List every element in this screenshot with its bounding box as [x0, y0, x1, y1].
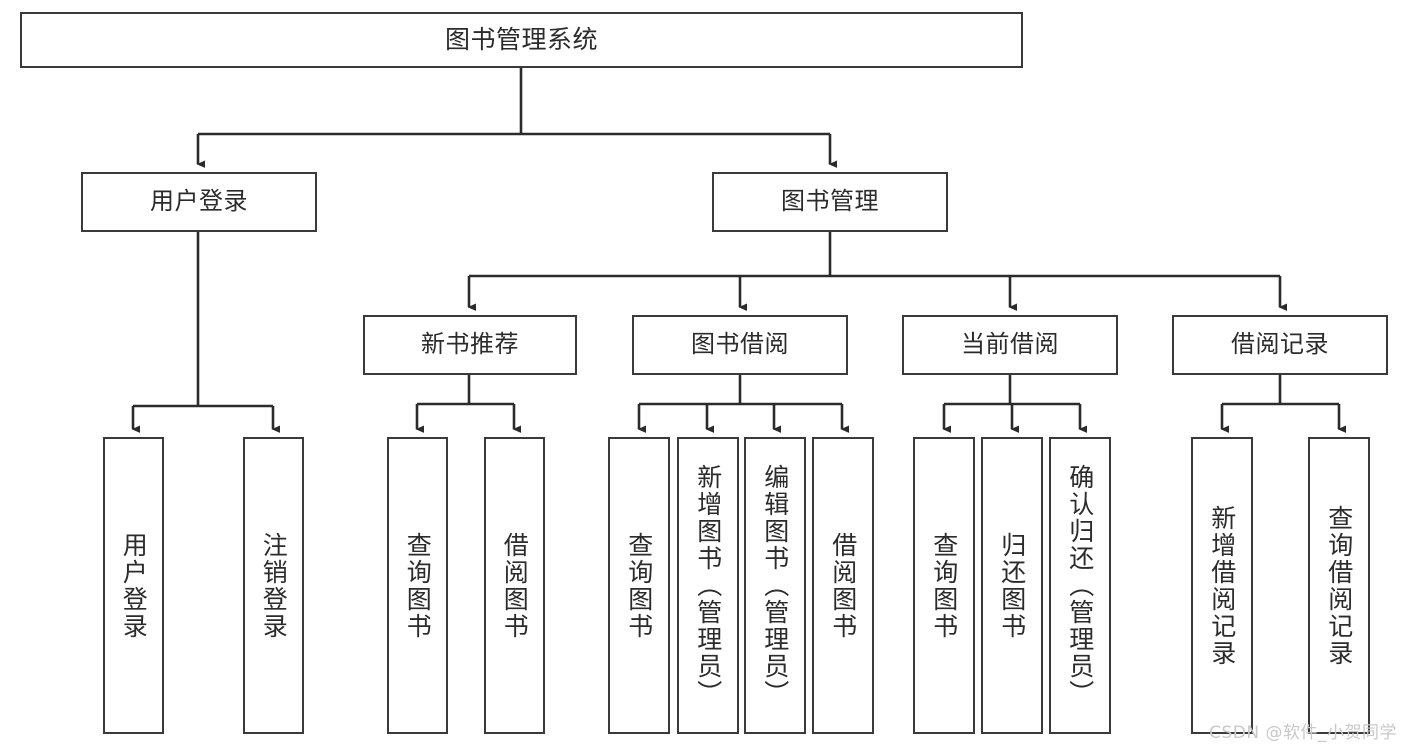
leaf-user-login[interactable]: 用户登录: [103, 437, 164, 734]
node-label: 查询图书: [929, 531, 959, 640]
node-label: 查询图书: [624, 531, 654, 640]
node-label: 用户登录: [119, 531, 149, 640]
node-label: 图书管理: [781, 187, 879, 216]
node-borrow-record[interactable]: 借阅记录: [1172, 315, 1388, 375]
node-root-system[interactable]: 图书管理系统: [20, 12, 1023, 68]
node-label: 确认归还（管理员）: [1065, 464, 1095, 707]
csdn-watermark: CSDN @软件_小贺同学: [1209, 723, 1397, 743]
leaf-confirm-return[interactable]: 确认归还（管理员）: [1049, 437, 1111, 734]
node-label: 借阅图书: [500, 531, 530, 640]
leaf-query-book-2[interactable]: 查询图书: [608, 437, 670, 734]
node-label: 新书推荐: [421, 330, 519, 359]
leaf-query-book-1[interactable]: 查询图书: [387, 437, 448, 734]
node-label: 编辑图书（管理员）: [760, 464, 790, 707]
node-label: 新增借阅记录: [1207, 504, 1237, 667]
leaf-borrow-book-1[interactable]: 借阅图书: [484, 437, 545, 734]
node-user-login[interactable]: 用户登录: [81, 172, 317, 232]
leaf-edit-book[interactable]: 编辑图书（管理员）: [744, 437, 806, 734]
leaf-add-borrow-record[interactable]: 新增借阅记录: [1191, 437, 1253, 734]
node-label: 查询图书: [403, 531, 433, 640]
node-label: 归还图书: [997, 531, 1027, 640]
node-label: 新增图书（管理员）: [693, 464, 723, 707]
node-current-borrow[interactable]: 当前借阅: [902, 315, 1118, 375]
leaf-add-book[interactable]: 新增图书（管理员）: [677, 437, 739, 734]
node-label: 注销登录: [259, 531, 289, 640]
node-new-book-recommend[interactable]: 新书推荐: [363, 315, 577, 375]
node-label: 借阅图书: [828, 531, 858, 640]
node-label: 查询借阅记录: [1324, 504, 1354, 667]
node-label: 借阅记录: [1231, 330, 1329, 359]
leaf-borrow-book-2[interactable]: 借阅图书: [812, 437, 874, 734]
leaf-query-book-3[interactable]: 查询图书: [913, 437, 975, 734]
node-label: 图书借阅: [691, 330, 789, 359]
node-label: 用户登录: [150, 187, 248, 216]
node-label: 当前借阅: [961, 330, 1059, 359]
leaf-logout[interactable]: 注销登录: [243, 437, 304, 734]
node-label: 图书管理系统: [444, 24, 598, 54]
leaf-return-book[interactable]: 归还图书: [981, 437, 1043, 734]
leaf-query-borrow-record[interactable]: 查询借阅记录: [1308, 437, 1370, 734]
node-book-borrow[interactable]: 图书借阅: [632, 315, 848, 375]
node-book-management[interactable]: 图书管理: [712, 172, 948, 232]
